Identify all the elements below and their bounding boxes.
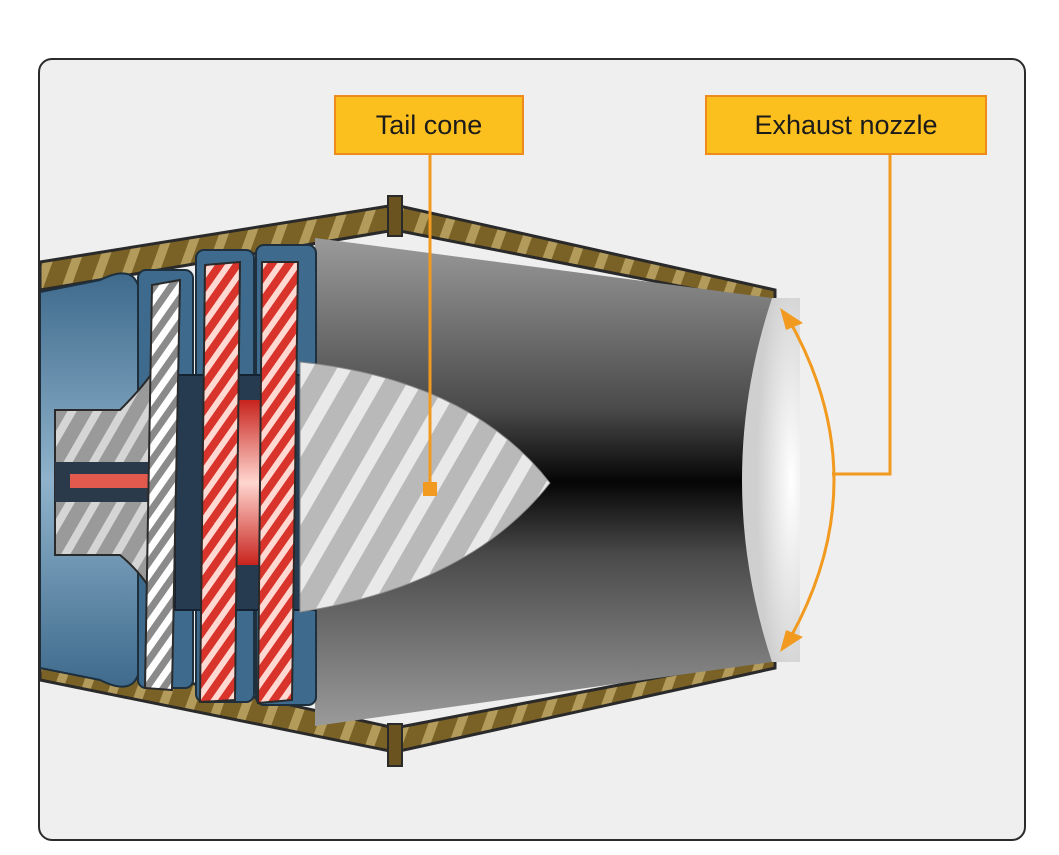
tail-cone-label: Tail cone (334, 95, 524, 155)
tail-cone-marker (423, 482, 437, 496)
blade-row-2 (198, 260, 242, 704)
exhaust-nozzle-leader (832, 155, 892, 476)
arrowhead-top (780, 308, 803, 330)
exhaust-nozzle-label: Exhaust nozzle (705, 95, 987, 155)
blade-row-1 (143, 278, 182, 692)
nozzle-exit-plane (742, 298, 800, 662)
arrowhead-bottom (780, 630, 803, 652)
exhaust-nozzle-dimension-arc (786, 317, 836, 643)
casing-joint-upper (387, 195, 403, 237)
casing-joint-lower (387, 723, 403, 767)
blade-row-3 (256, 261, 300, 705)
